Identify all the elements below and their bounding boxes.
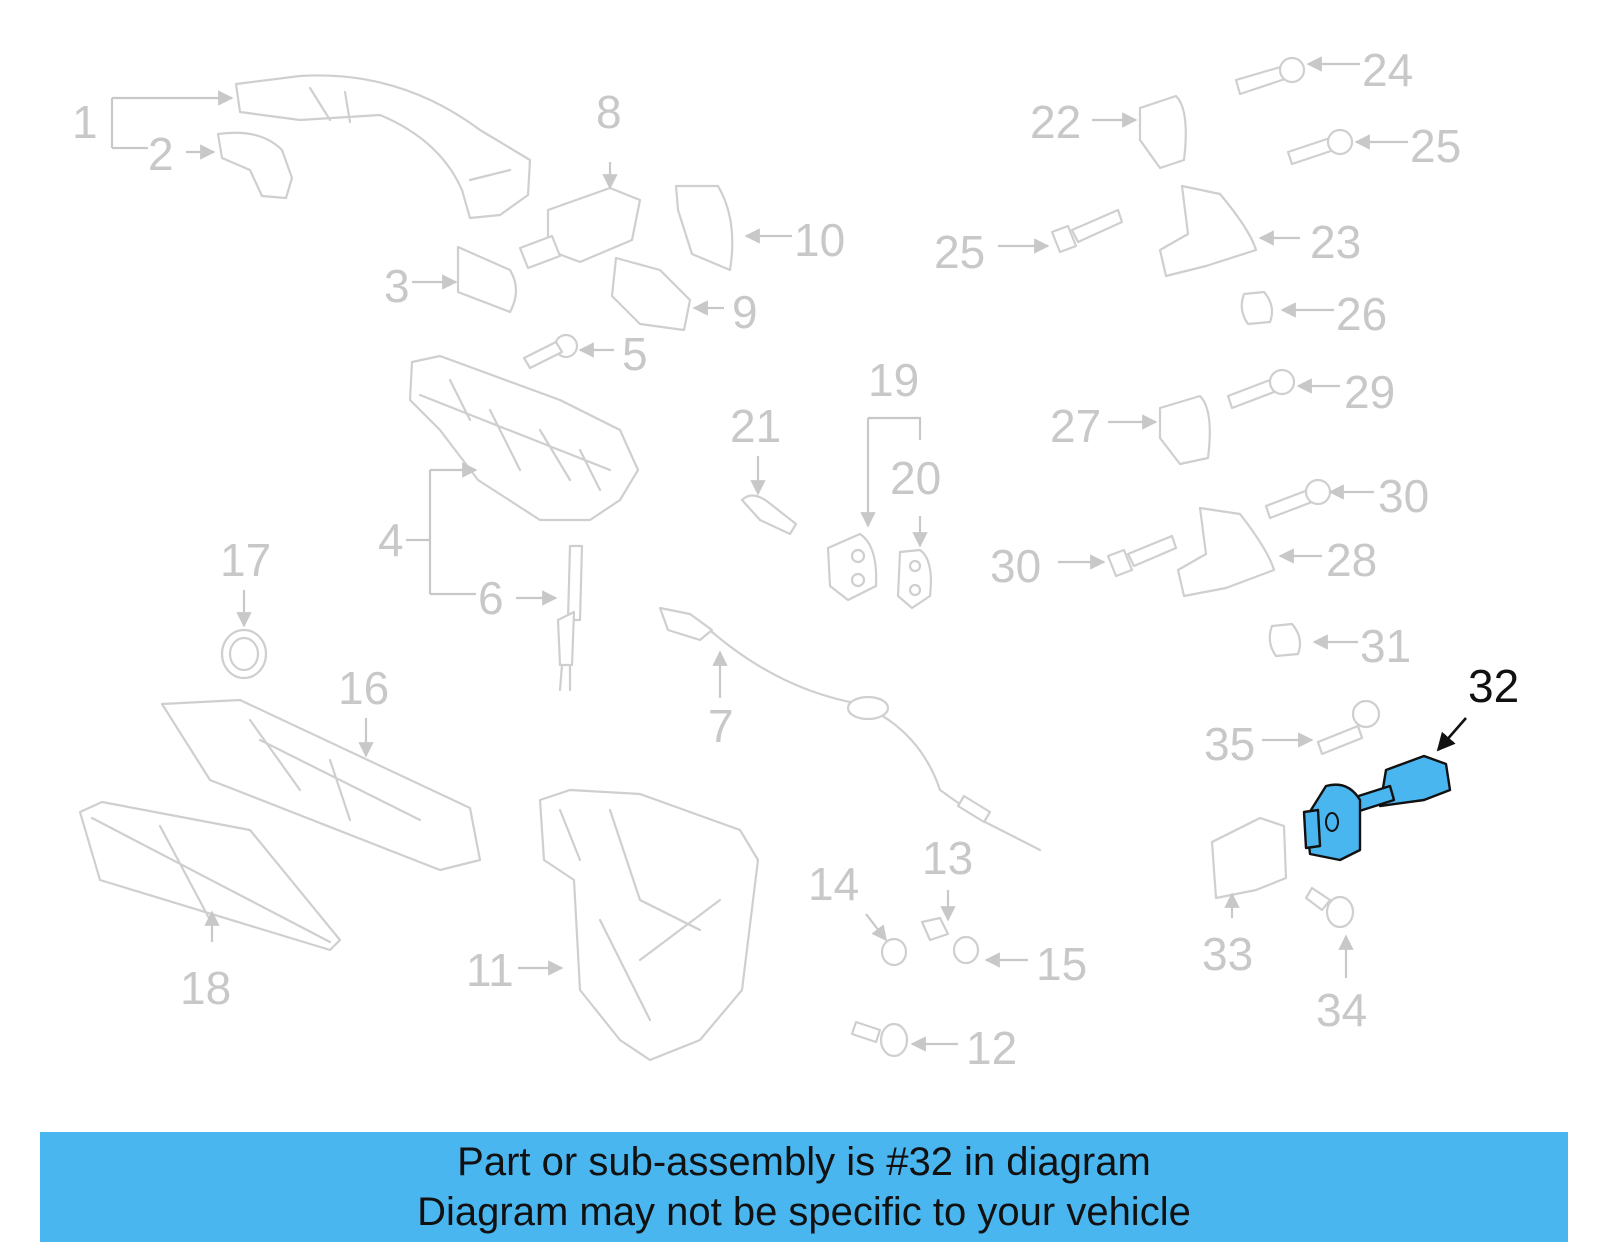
part-outer-handle <box>234 74 532 220</box>
callout-33: 33 <box>1202 928 1253 980</box>
part-plug-13 <box>920 916 950 942</box>
part-bolt-30a <box>1264 478 1332 520</box>
callout-20: 20 <box>890 452 941 504</box>
part-clip-21 <box>740 494 798 536</box>
part-carrier <box>408 354 640 522</box>
info-banner: Part or sub-assembly is #32 in diagram D… <box>40 1132 1568 1242</box>
part-bolt-25b <box>1050 208 1124 254</box>
part-inner-handle <box>160 698 482 872</box>
part-inner-bezel <box>78 800 342 952</box>
part-lock-cylinder <box>518 186 642 270</box>
callout-21: 21 <box>730 400 781 452</box>
part-plug-15 <box>952 935 980 965</box>
callout-17: 17 <box>220 534 271 586</box>
callout-7: 7 <box>708 700 734 752</box>
part-grommet-17 <box>220 628 268 680</box>
banner-line-2: Diagram may not be specific to your vehi… <box>417 1190 1191 1234</box>
callout-9: 9 <box>732 286 758 338</box>
part-pad <box>456 245 518 314</box>
callout-22: 22 <box>1030 96 1081 148</box>
callout-30b: 30 <box>990 540 1041 592</box>
part-plug-14 <box>880 937 908 967</box>
callout-6: 6 <box>478 572 504 624</box>
part-door-latch <box>538 788 760 1062</box>
callout-16: 16 <box>338 662 389 714</box>
part-hinge-23 <box>1158 184 1258 278</box>
part-bolt-29 <box>1226 368 1296 410</box>
part-rod <box>556 544 584 692</box>
callout-4: 4 <box>378 514 404 566</box>
callout-5: 5 <box>622 328 648 380</box>
part-spacer-20 <box>896 548 932 610</box>
callout-25a: 25 <box>1410 120 1461 172</box>
callout-34: 34 <box>1316 984 1367 1036</box>
callout-18: 18 <box>180 962 231 1014</box>
callout-10: 10 <box>794 214 845 266</box>
part-cable <box>658 606 1042 852</box>
callout-24: 24 <box>1362 44 1413 96</box>
callout-11: 11 <box>466 944 514 996</box>
part-bracket-22 <box>1138 94 1187 170</box>
callout-28: 28 <box>1326 534 1377 586</box>
callout-31: 31 <box>1360 620 1411 672</box>
callout-26: 26 <box>1336 288 1387 340</box>
part-screw-12 <box>850 1020 909 1058</box>
part-wedge-19 <box>826 532 878 602</box>
part-screw-34 <box>1304 886 1355 929</box>
part-bushing-31 <box>1268 622 1302 658</box>
callout-14: 14 <box>808 858 859 910</box>
callout-12: 12 <box>966 1022 1017 1074</box>
part-bolt-35 <box>1316 699 1381 756</box>
callout-15: 15 <box>1036 938 1087 990</box>
part-bolt-24 <box>1234 56 1306 96</box>
callout-13: 13 <box>922 832 973 884</box>
callout-3: 3 <box>384 260 410 312</box>
callout-27: 27 <box>1050 400 1101 452</box>
callout-1: 1 <box>72 96 98 148</box>
part-bracket-33 <box>1210 816 1288 900</box>
part-handle-gasket <box>216 131 294 200</box>
part-bracket-27 <box>1158 394 1211 466</box>
part-door-check-highlighted[interactable] <box>1302 754 1452 862</box>
part-hinge-28 <box>1176 506 1276 598</box>
callout-23: 23 <box>1310 216 1361 268</box>
part-bolt-30b <box>1106 534 1178 578</box>
part-cover <box>674 184 734 272</box>
callout-29: 29 <box>1344 366 1395 418</box>
part-screw-5 <box>522 333 579 370</box>
callout-19: 19 <box>868 354 919 406</box>
callout-25b: 25 <box>934 226 985 278</box>
part-bolt-25a <box>1286 128 1354 166</box>
callout-32-highlighted: 32 <box>1468 660 1519 712</box>
callout-labels: 1 2 3 4 5 6 7 8 9 10 11 12 13 14 15 16 1… <box>72 44 1519 1074</box>
leader-lines <box>110 56 1467 1052</box>
callout-30a: 30 <box>1378 470 1429 522</box>
part-bushing-26 <box>1240 290 1274 326</box>
part-bezel <box>610 256 692 332</box>
callout-2: 2 <box>148 128 174 180</box>
callout-8: 8 <box>596 86 622 138</box>
banner-line-1: Part or sub-assembly is #32 in diagram <box>457 1140 1151 1184</box>
callout-35: 35 <box>1204 718 1255 770</box>
